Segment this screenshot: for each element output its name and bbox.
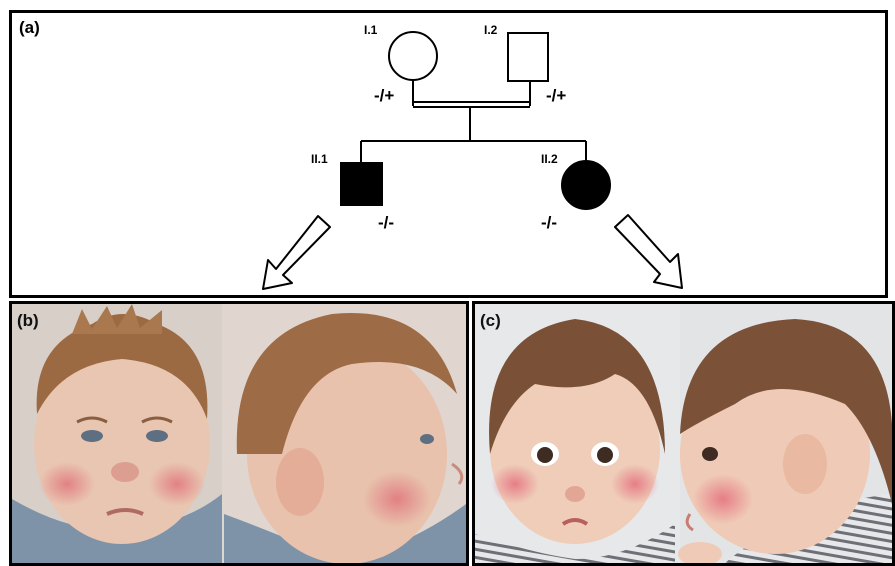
id-label-I2: I.2 [484, 23, 498, 37]
pedigree-chart: I.1 I.2 II.1 II.2 -/+ -/+ -/- -/- [262, 23, 683, 290]
photo-b-illustration [12, 304, 466, 563]
panel-label-c: (c) [480, 311, 501, 330]
frontal-view-c [475, 319, 675, 563]
photo-c-illustration [475, 304, 892, 563]
pedigree-panel: (a) I.1 I.2 II.1 II.2 -/+ -/+ -/- -/- [9, 10, 888, 298]
id-label-II2: II.2 [541, 152, 558, 166]
genotype-I2: -/+ [546, 86, 566, 105]
individual-I1-circle [388, 31, 438, 81]
id-label-I1: I.1 [364, 23, 378, 37]
genotype-II2: -/- [541, 213, 557, 232]
individual-II2-circle [561, 160, 611, 210]
panel-label-b: (b) [17, 311, 39, 330]
photo-panel-b: (b) [9, 301, 469, 566]
genotype-I1: -/+ [374, 86, 394, 105]
arrow-to-panel-b-icon [262, 215, 331, 290]
individual-II1-square [340, 162, 383, 206]
lateral-view-c [678, 304, 892, 563]
id-label-II1: II.1 [311, 152, 328, 166]
lateral-view-b [224, 304, 466, 563]
individual-I2-square [507, 32, 549, 82]
panel-label-a: (a) [19, 18, 40, 37]
arrow-to-panel-c-icon [614, 214, 683, 289]
frontal-view-b [12, 304, 222, 563]
photo-panel-c: (c) [472, 301, 895, 566]
genotype-II1: -/- [378, 213, 394, 232]
